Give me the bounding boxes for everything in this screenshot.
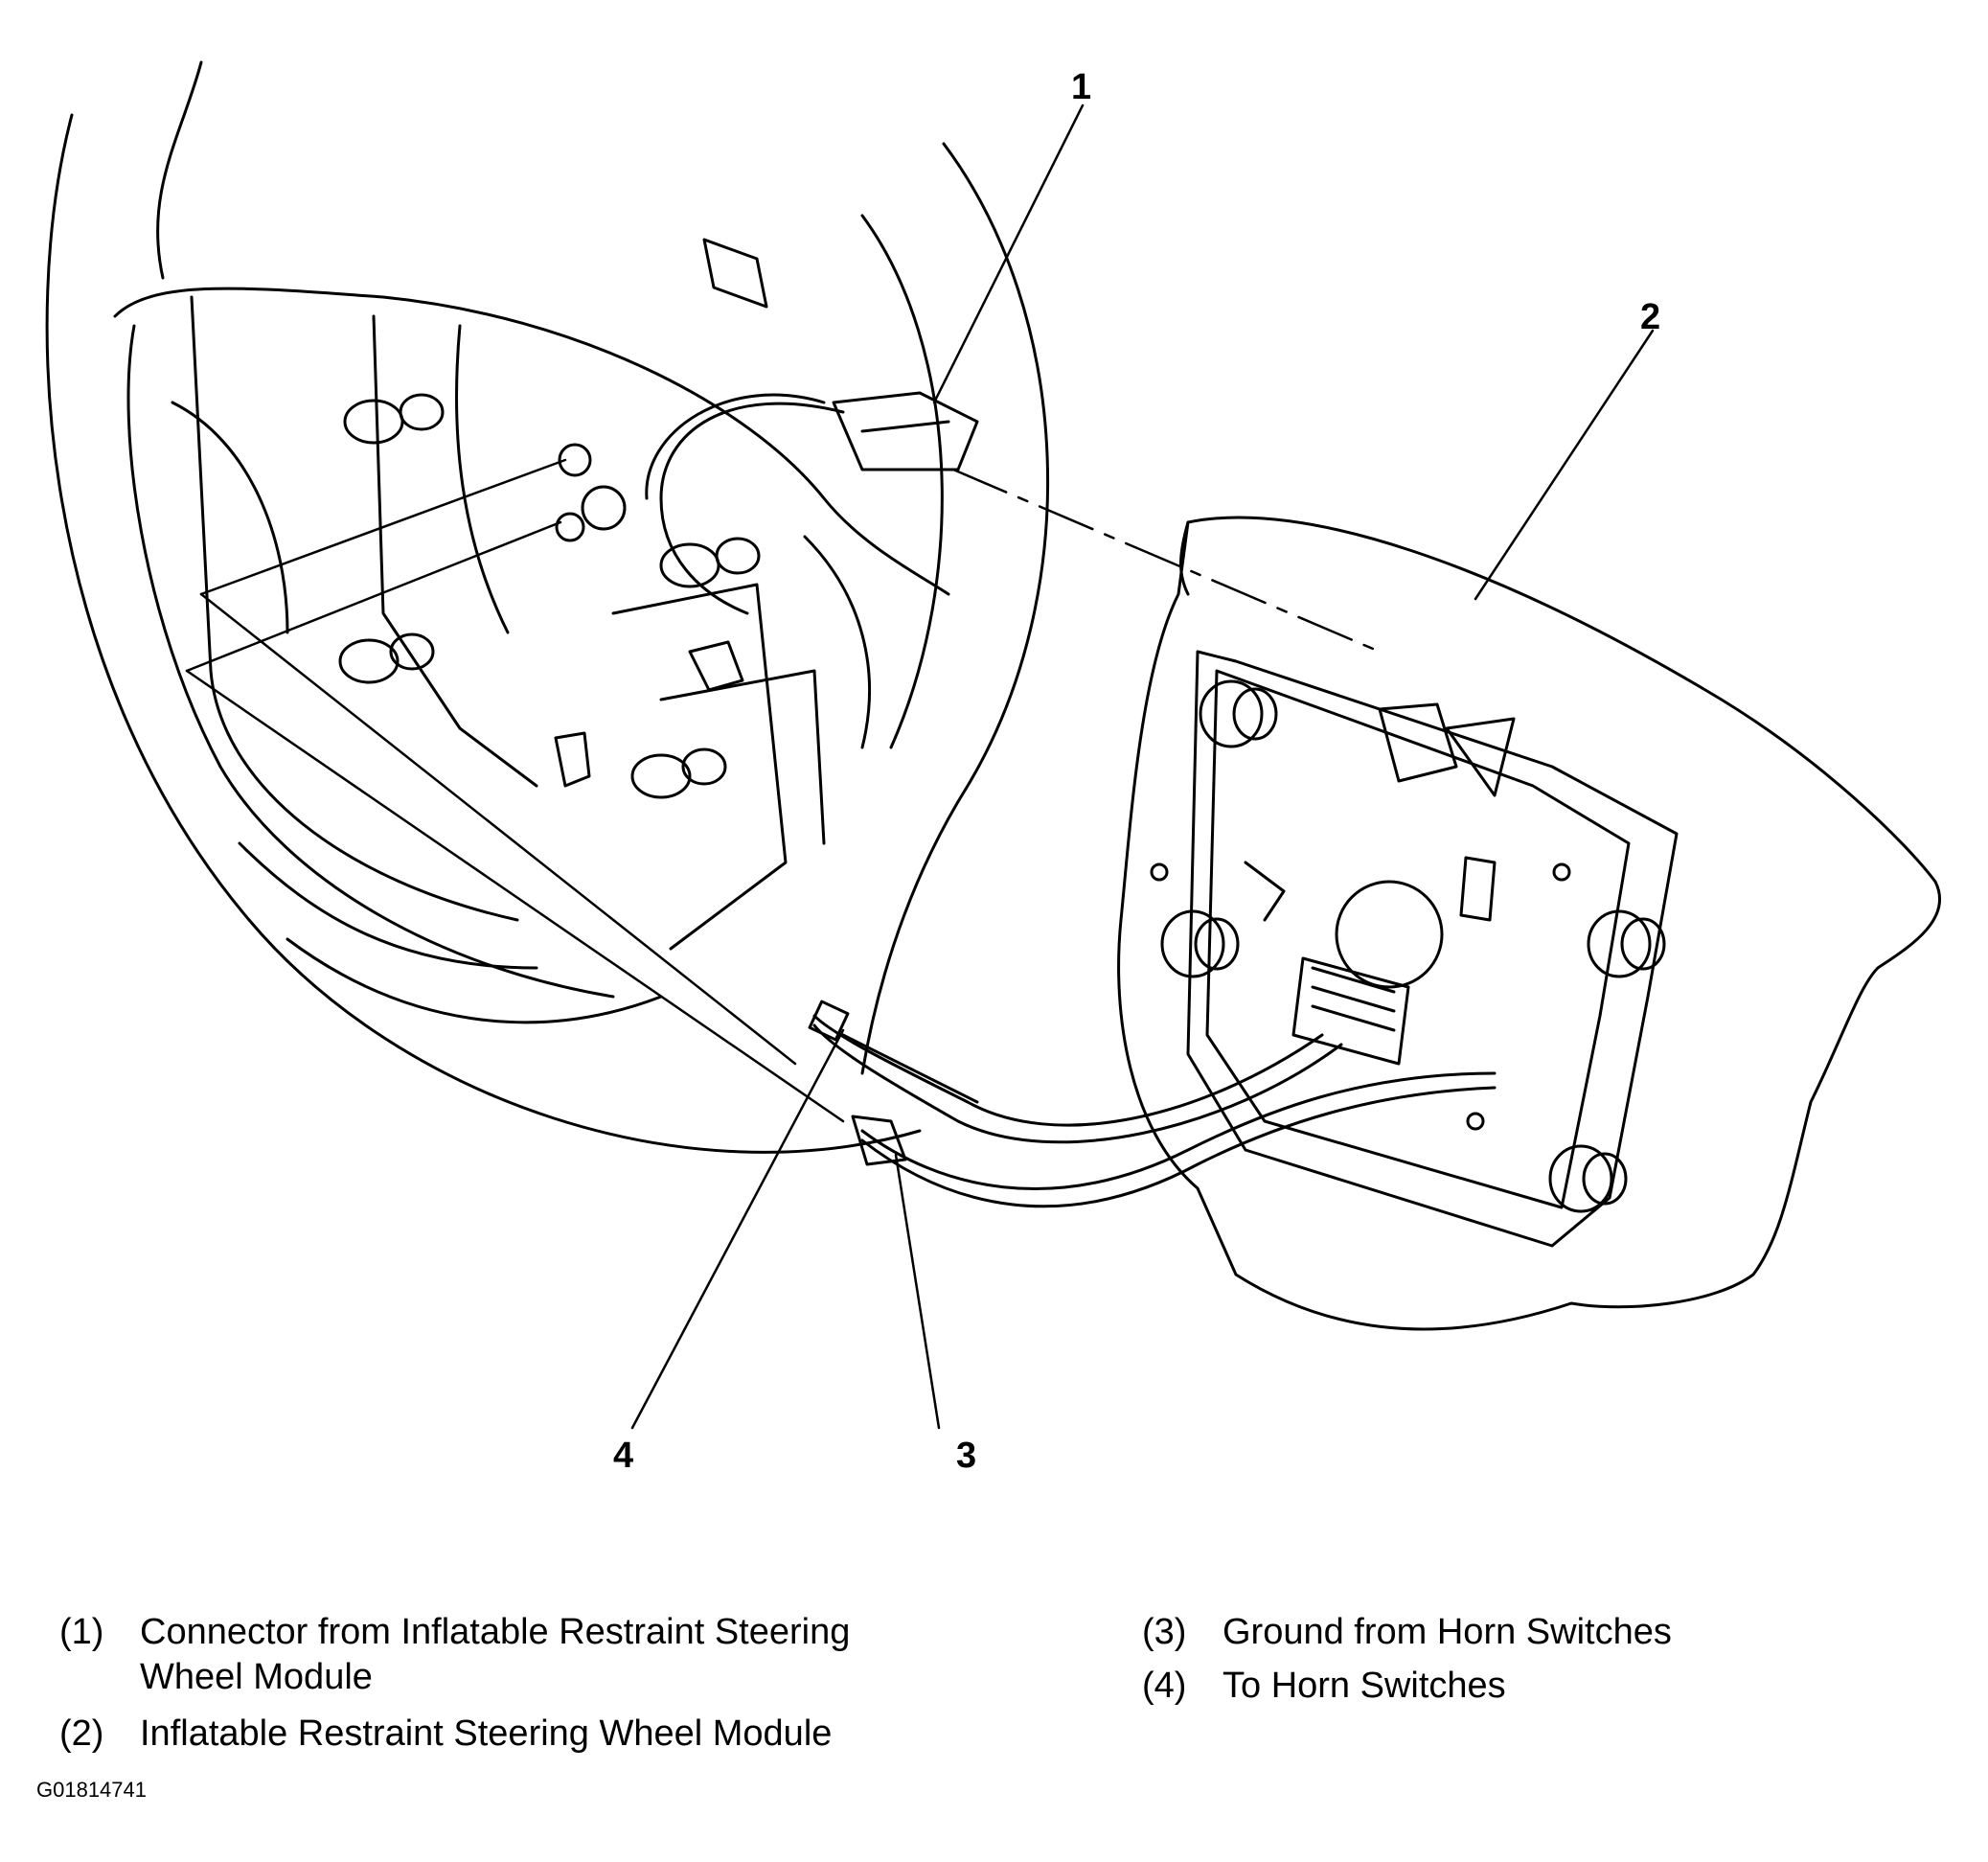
leader-lines (630, 103, 1655, 1430)
legend-item-1: (1) Connector from Inflatable Restraint … (59, 1610, 945, 1700)
connector-1 (645, 238, 979, 615)
figure-id: G01814741 (36, 1778, 147, 1802)
legend-text: Inflatable Restraint Steering Wheel Modu… (140, 1713, 833, 1754)
clips (554, 640, 744, 788)
assembly-lines (185, 458, 1382, 1123)
legend-text: Ground from Horn Switches (1223, 1612, 1672, 1652)
legend-num: (3) (1142, 1612, 1187, 1652)
legend-num: (2) (59, 1713, 104, 1754)
steering-wheel-airbag-diagram (45, 60, 1942, 1430)
callout-4: 4 (613, 1436, 634, 1476)
legend: (1) Connector from Inflatable Restraint … (59, 1610, 1976, 1763)
legend-num: (1) (59, 1612, 104, 1652)
legend-num: (4) (1142, 1666, 1187, 1706)
legend-item-2: (2) Inflatable Restraint Steering Wheel … (59, 1712, 1021, 1757)
callout-2: 2 (1640, 297, 1661, 337)
steering-wheel-hub (113, 287, 950, 1024)
callout-1: 1 (1071, 67, 1092, 107)
airbag-module (1117, 516, 1942, 1331)
callout-3: 3 (956, 1436, 977, 1476)
legend-item-3: (3) Ground from Horn Switches (1142, 1610, 1951, 1655)
steering-wheel-rim (45, 60, 1050, 1154)
legend-item-4: (4) To Horn Switches (1142, 1664, 1951, 1709)
mounting-studs (338, 393, 761, 799)
legend-text: Connector from Inflatable Restraint Stee… (140, 1612, 851, 1697)
horn-wires (808, 1000, 1497, 1208)
legend-text: To Horn Switches (1223, 1666, 1506, 1706)
